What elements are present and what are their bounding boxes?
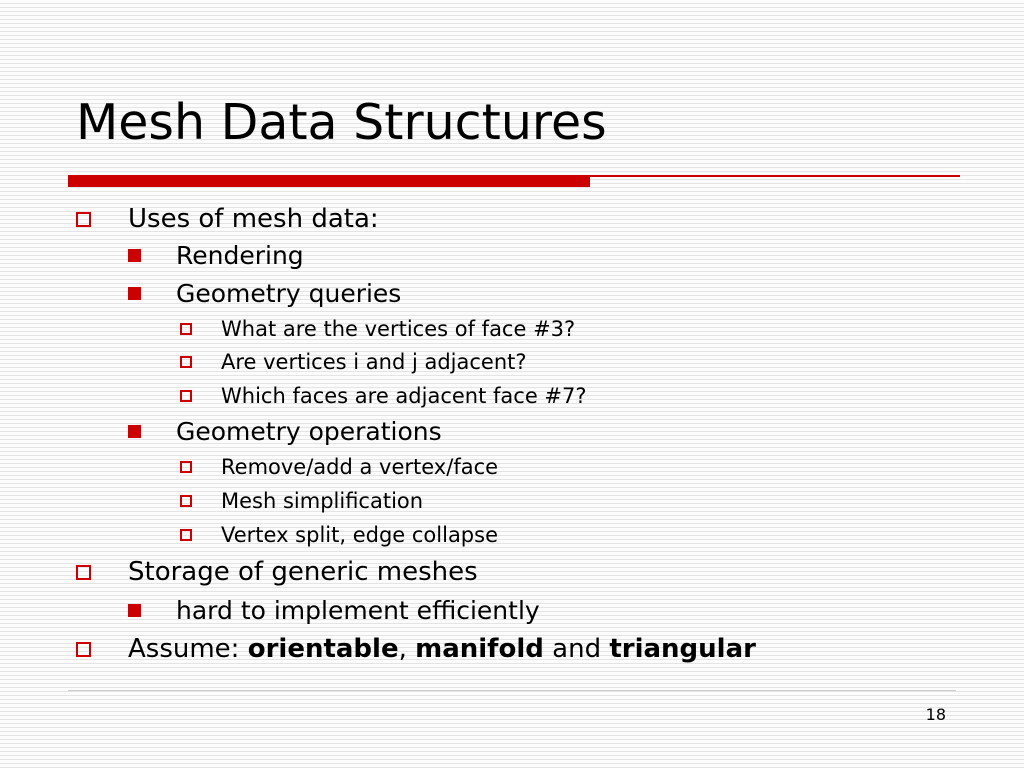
bullet-item-adjacent-vertices: Are vertices i and j adjacent? [180, 346, 527, 378]
hollow-square-icon [180, 390, 221, 402]
term-manifold: manifold [415, 634, 544, 664]
term-triangular: triangular [609, 634, 756, 664]
bullet-text: What are the vertices of face #3? [221, 317, 576, 341]
separator: , [398, 634, 416, 664]
bullet-text: Remove/add a vertex/face [221, 455, 499, 479]
hollow-square-icon [180, 356, 221, 368]
filled-square-icon [128, 248, 176, 262]
bullet-text: Uses of mesh data: [128, 204, 379, 234]
hollow-square-icon [76, 641, 128, 657]
bullet-item-simplification: Mesh simplification [180, 485, 423, 517]
bullet-item-assume: Assume: orientable, manifold and triangu… [76, 632, 756, 666]
hollow-square-icon [180, 495, 221, 507]
hollow-square-icon [76, 564, 128, 580]
assume-prefix: Assume: [128, 634, 248, 664]
bullet-text: Geometry operations [176, 416, 442, 446]
bullet-text: Which faces are adjacent face #7? [221, 384, 587, 408]
filled-square-icon [128, 603, 176, 617]
bullet-item-geometry-operations: Geometry operations [128, 414, 442, 448]
term-orientable: orientable [247, 634, 399, 664]
bullet-item-geometry-queries: Geometry queries [128, 276, 401, 310]
bullet-text: hard to implement efficiently [176, 595, 540, 625]
bullet-item-remove-add: Remove/add a vertex/face [180, 451, 498, 483]
hollow-square-icon [76, 211, 128, 227]
page-number: 18 [925, 705, 946, 724]
title-underline-thin [590, 175, 960, 177]
bullet-item-adjacent-faces: Which faces are adjacent face #7? [180, 380, 587, 412]
bullet-text: Storage of generic meshes [128, 557, 478, 587]
bullet-item-split-collapse: Vertex split, edge collapse [180, 519, 498, 551]
bullet-text: Geometry queries [176, 278, 402, 308]
bullet-item-vertices-of-face: What are the vertices of face #3? [180, 313, 575, 345]
hollow-square-icon [180, 323, 221, 335]
bullet-text: Rendering [176, 240, 304, 270]
bullet-text: Are vertices i and j adjacent? [221, 350, 527, 374]
bullet-text: Vertex split, edge collapse [221, 523, 498, 547]
bullet-item-storage: Storage of generic meshes [76, 555, 478, 589]
hollow-square-icon [180, 461, 221, 473]
bullet-item-hard-to-implement: hard to implement efficiently [128, 593, 540, 627]
footer-divider [68, 690, 956, 691]
bullet-item-rendering: Rendering [128, 238, 304, 272]
title-underline-thick [68, 175, 590, 187]
bullet-text: Assume: orientable, manifold and triangu… [128, 634, 756, 664]
slide-title: Mesh Data Structures [76, 94, 607, 151]
filled-square-icon [128, 286, 176, 300]
bullet-text: Mesh simplification [221, 489, 424, 513]
bullet-item-uses: Uses of mesh data: [76, 202, 379, 236]
separator: and [543, 634, 610, 664]
filled-square-icon [128, 424, 176, 438]
hollow-square-icon [180, 529, 221, 541]
